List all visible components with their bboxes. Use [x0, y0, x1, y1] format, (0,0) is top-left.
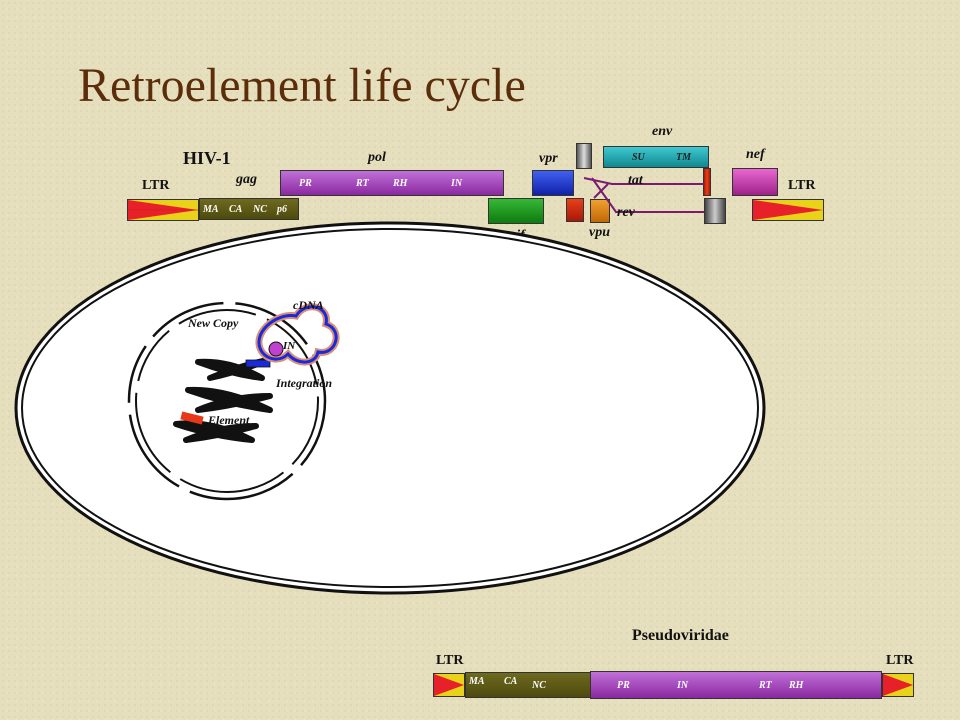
pseudo-pol-rh: RH — [789, 680, 804, 691]
integration-label: Integration — [276, 376, 333, 390]
hiv-ltr-right — [752, 199, 824, 221]
slide-title: Retroelement life cycle — [78, 59, 526, 112]
tat-rev-splice-lines — [583, 177, 704, 213]
gag-gene-box: MA CA NC p6 — [199, 198, 299, 220]
pseudo-ltr-left — [433, 673, 465, 697]
env-label: env — [652, 124, 673, 139]
pol-rh: RH — [393, 178, 408, 189]
pol-gene-box: PR RT RH IN — [280, 170, 504, 196]
vpu-gene-box — [590, 199, 610, 223]
vpr-label: vpr — [539, 151, 558, 166]
new-copy-label: New Copy — [188, 316, 239, 330]
vif-gene-box — [488, 198, 544, 224]
pseudo-pol-rt: RT — [759, 680, 772, 691]
pseudo-pol-box: PR IN RT RH — [590, 671, 882, 699]
gag-p6: p6 — [277, 204, 287, 215]
gag-nc: NC — [253, 204, 267, 215]
pseudo-name: Pseudoviridae — [632, 627, 729, 644]
chromosomes — [173, 357, 273, 443]
pseudo-gag-nc: NC — [532, 680, 546, 691]
hiv-ltr-right-label: LTR — [788, 178, 816, 193]
pol-in: IN — [451, 178, 463, 189]
vpr-gene-box — [532, 170, 574, 196]
cdna-label: cDNA — [293, 298, 324, 312]
rev-exon2-box — [704, 198, 726, 224]
pol-label: pol — [368, 150, 386, 165]
pseudo-gag-box: MA CA NC — [465, 672, 591, 698]
vpu-label: vpu — [589, 225, 610, 240]
env-leader-box — [576, 143, 592, 169]
env-tm: TM — [676, 152, 691, 163]
pol-rt: RT — [356, 178, 369, 189]
pseudo-ltr-right-label: LTR — [886, 653, 914, 668]
pol-pr: PR — [299, 178, 312, 189]
cell-membrane-inner — [21, 228, 759, 588]
hiv-ltr-left — [127, 199, 199, 221]
in-label: IN — [283, 340, 296, 352]
nef-label: nef — [746, 147, 765, 162]
tat-rev-exon1-box — [566, 198, 584, 222]
element-label: Element — [208, 413, 250, 427]
pseudo-ltr-right — [882, 673, 914, 697]
gag-ca: CA — [229, 204, 243, 215]
env-su: SU — [632, 152, 645, 163]
tat-label: tat — [628, 173, 643, 188]
nef-gene-box — [732, 168, 778, 196]
gag-ma: MA — [203, 204, 219, 215]
cdna-inner-strand — [257, 305, 338, 364]
new-copy-marker — [245, 359, 271, 368]
pseudo-pol-in: IN — [677, 680, 689, 691]
gag-label: gag — [236, 172, 257, 187]
integrase-dot — [268, 341, 284, 357]
pseudo-pol-pr: PR — [617, 680, 630, 691]
pseudo-gag-ma: MA — [469, 676, 485, 687]
hiv-name: HIV-1 — [183, 148, 231, 168]
pseudo-ltr-left-label: LTR — [436, 653, 464, 668]
rev-label: rev — [617, 205, 635, 220]
env-gene-box: SU TM — [603, 146, 709, 168]
element-marker — [180, 411, 204, 425]
cell-membrane-outer — [14, 221, 766, 595]
tat-exon2-box — [703, 168, 711, 196]
nucleus — [127, 301, 327, 501]
hiv-ltr-left-label: LTR — [142, 178, 170, 193]
pseudo-gag-ca: CA — [504, 676, 518, 687]
